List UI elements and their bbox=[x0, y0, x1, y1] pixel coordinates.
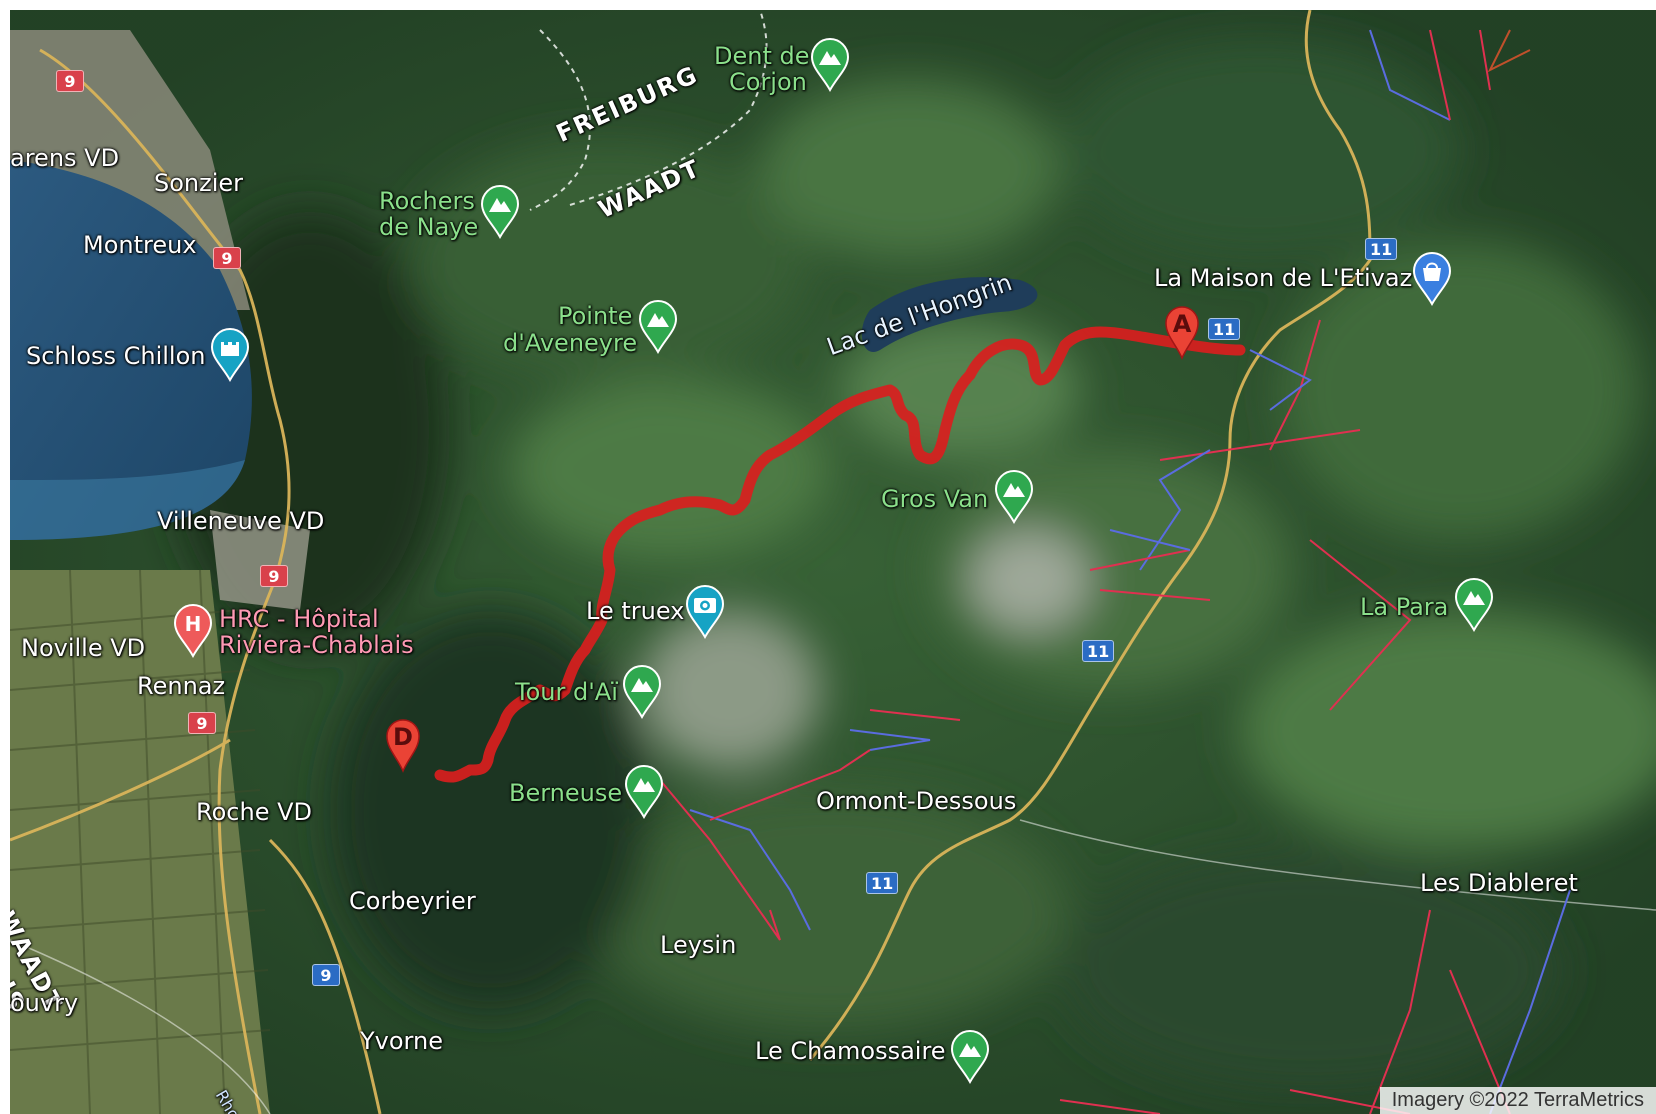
place-label-montreux[interactable]: Montreux bbox=[83, 231, 197, 259]
svg-text:H: H bbox=[185, 612, 202, 636]
route-start-letter: A bbox=[1172, 310, 1192, 338]
place-label-roche[interactable]: Roche VD bbox=[196, 798, 312, 826]
route-end-marker[interactable]: D bbox=[383, 717, 423, 773]
peak-label-berneuse[interactable]: Berneuse bbox=[509, 779, 623, 807]
route-path bbox=[434, 326, 1246, 783]
peak-label-rochers-2[interactable]: de Naye bbox=[379, 213, 479, 241]
place-label-rennaz[interactable]: Rennaz bbox=[137, 672, 226, 700]
route-end-letter: D bbox=[393, 723, 413, 751]
place-label-le-chamossaire[interactable]: Le Chamossaire bbox=[755, 1037, 946, 1065]
map-marker-icon bbox=[386, 719, 420, 773]
place-label-villeneuve[interactable]: Villeneuve VD bbox=[157, 507, 325, 535]
place-label-clarens[interactable]: arens VD bbox=[10, 144, 120, 172]
peak-label-dent-de-corjon-1[interactable]: Dent de bbox=[714, 42, 810, 70]
peak-label-dent-de-corjon-2[interactable]: Corjon bbox=[729, 68, 807, 96]
place-label-les-diablerets[interactable]: Les Diableret bbox=[1420, 869, 1578, 897]
mountain-pin-icon[interactable] bbox=[994, 470, 1034, 524]
road-shield-11: 11 bbox=[866, 872, 899, 894]
mountain-pin-icon[interactable] bbox=[622, 665, 662, 719]
road-shield-9: 9 bbox=[312, 964, 340, 986]
map-attribution: Imagery ©2022 TerraMetrics bbox=[1379, 1087, 1656, 1114]
peak-label-pointe-2[interactable]: d'Aveneyre bbox=[503, 329, 638, 357]
mountain-pin-icon[interactable] bbox=[638, 300, 678, 354]
peak-label-rochers-1[interactable]: Rochers bbox=[379, 187, 475, 215]
place-label-sonzier[interactable]: Sonzier bbox=[154, 169, 244, 197]
route-start-marker[interactable]: A bbox=[1162, 304, 1202, 360]
mountain-pin-icon[interactable] bbox=[810, 38, 850, 92]
hospital-pin-icon[interactable]: H bbox=[173, 604, 213, 658]
peak-label-gros-van[interactable]: Gros Van bbox=[881, 485, 989, 513]
road-shield-9: 9 bbox=[260, 565, 288, 587]
map-marker-icon bbox=[1165, 306, 1199, 360]
place-label-ormont-dessous[interactable]: Ormont-Dessous bbox=[816, 787, 1017, 815]
place-label-leysin[interactable]: Leysin bbox=[660, 931, 737, 959]
castle-pin-icon[interactable] bbox=[210, 328, 250, 382]
road-shield-11: 11 bbox=[1208, 318, 1241, 340]
mountain-pin-icon[interactable] bbox=[624, 765, 664, 819]
mountain-pin-icon[interactable] bbox=[950, 1030, 990, 1084]
place-label-schloss-chillon[interactable]: Schloss Chillon bbox=[26, 342, 206, 370]
peak-label-pointe-1[interactable]: Pointe bbox=[558, 302, 633, 330]
road-shield-11: 11 bbox=[1082, 640, 1115, 662]
place-label-la-maison-etivaz[interactable]: La Maison de L'Etivaz bbox=[1154, 264, 1413, 292]
road-shield-11: 11 bbox=[1365, 238, 1398, 260]
camera-pin-icon[interactable] bbox=[685, 585, 725, 639]
satellite-map[interactable]: FREIBURG WAADT WAADT IS Lac de l'Hongrin… bbox=[10, 10, 1656, 1114]
road-shield-9: 9 bbox=[56, 70, 84, 92]
place-label-corbeyrier[interactable]: Corbeyrier bbox=[349, 887, 476, 915]
mountain-pin-icon[interactable] bbox=[1454, 578, 1494, 632]
mountain-pin-icon[interactable] bbox=[480, 185, 520, 239]
peak-label-tour-dai[interactable]: Tour d'Aï bbox=[515, 678, 618, 706]
peak-label-la-para[interactable]: La Para bbox=[1360, 593, 1449, 621]
place-label-hospital-line1[interactable]: HRC - Hôpital bbox=[219, 605, 379, 633]
place-label-le-truex[interactable]: Le truex bbox=[586, 597, 685, 625]
place-label-hospital-line2[interactable]: Riviera-Chablais bbox=[219, 631, 414, 659]
place-label-noville[interactable]: Noville VD bbox=[21, 634, 146, 662]
road-shield-9: 9 bbox=[188, 712, 216, 734]
road-shield-9: 9 bbox=[213, 247, 241, 269]
place-label-ouvry[interactable]: ouvry bbox=[10, 989, 79, 1017]
shopping-pin-icon[interactable] bbox=[1412, 252, 1452, 306]
place-label-yvorne[interactable]: Yvorne bbox=[360, 1027, 443, 1055]
map-imagery bbox=[10, 10, 1656, 1114]
